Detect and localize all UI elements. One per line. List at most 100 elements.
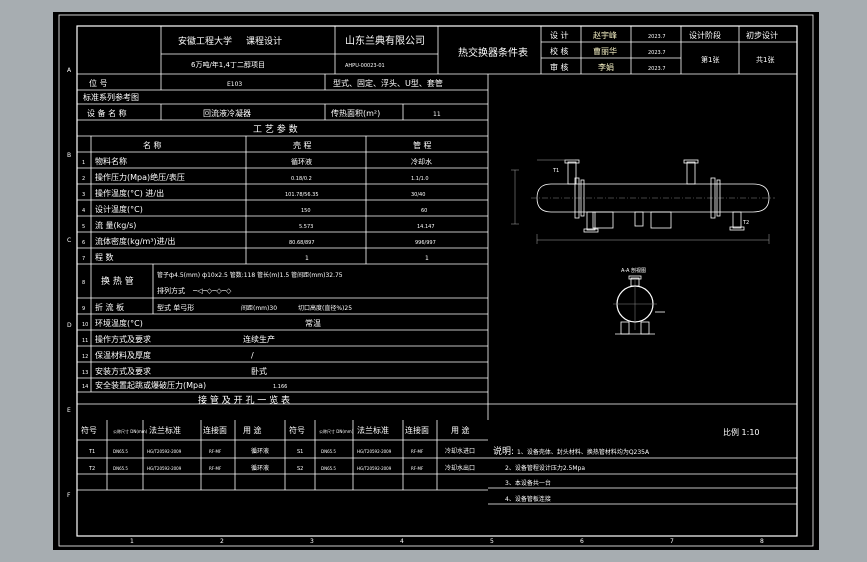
svg-text:设计温度(°C): 设计温度(°C): [95, 204, 143, 214]
area-value: 11: [433, 111, 441, 118]
date-design: 2023.7: [648, 34, 666, 40]
svg-text:循环液: 循环液: [291, 157, 312, 166]
svg-text:2: 2: [82, 176, 85, 182]
role-check: 校 核: [550, 46, 569, 56]
svg-text:流体密度(kg/m³)进/出: 流体密度(kg/m³)进/出: [95, 236, 175, 246]
svg-text:1: 1: [82, 160, 85, 166]
section-view-label: A-A 剖视图: [621, 267, 646, 274]
row-mark-f: F: [67, 492, 71, 499]
nozzle-row: T1 DN65.5 HG/T20592-2009 RF-MF 循环液: [88, 447, 269, 455]
header-dn-right: 公称尺寸 DN(mm): [319, 428, 354, 434]
svg-text:1.1/1.0: 1.1/1.0: [411, 176, 429, 182]
svg-text:保温材料及厚度: 保温材料及厚度: [95, 350, 151, 360]
svg-text:1: 1: [305, 255, 309, 262]
process-section-title: 工 艺 参 数: [253, 123, 298, 135]
svg-text:RF-MF: RF-MF: [209, 466, 222, 471]
nozzle-label-t2: T2: [742, 220, 749, 226]
equipment-label: 设 备 名 称: [87, 108, 127, 118]
name-checker: 曹丽华: [593, 46, 617, 56]
svg-text:RF-MF: RF-MF: [209, 449, 222, 454]
svg-text:9: 9: [82, 306, 85, 312]
note-4: 4、设备管板连接: [505, 495, 551, 503]
process-row: 6 流体密度(kg/m³)进/出 80.68/897 996/997: [82, 236, 436, 246]
baffle-row: 9 折 流 板 型式 单弓形 间距(mm)30 切口高度(直径%)25: [82, 302, 352, 312]
svg-text:操作压力(Mpa)绝压/表压: 操作压力(Mpa)绝压/表压: [95, 172, 185, 182]
column-tube: 管 程: [413, 140, 432, 150]
university-name: 安徽工程大学: [178, 35, 232, 47]
section-view: A-A 剖视图: [613, 267, 665, 335]
col-mark-7: 7: [670, 538, 674, 545]
sheet-svg: 1 2 3 4 5 6 7 8 A B C D E F 安徽工程大学 课程设计 …: [58, 14, 814, 547]
header-use: 用 途: [243, 425, 262, 435]
svg-text:操作温度(°C) 进/出: 操作温度(°C) 进/出: [95, 188, 164, 198]
col-mark-1: 1: [130, 538, 134, 545]
header-face: 连接面: [203, 425, 227, 435]
svg-text:7: 7: [82, 256, 85, 262]
date-check: 2023.7: [648, 50, 666, 56]
svg-text:折 流 板: 折 流 板: [95, 302, 124, 312]
equipment-value: 回流液冷凝器: [203, 108, 251, 118]
tag-value: E103: [227, 81, 242, 88]
svg-text:切口高度(直径%)25: 切口高度(直径%)25: [298, 304, 352, 312]
spec-table: 位 号 E103 型式、固定、浮头、U型、套管 标准系列参考图 设 备 名 称 …: [77, 74, 797, 420]
name-designer: 赵宇峰: [593, 30, 617, 40]
svg-text:间距(mm)30: 间距(mm)30: [241, 304, 277, 312]
standard-reference-label: 标准系列参考图: [83, 92, 139, 102]
svg-text:─◁─◇─◇─◇: ─◁─◇─◇─◇: [192, 287, 232, 295]
scale-label: 比例 1:10: [723, 427, 760, 437]
svg-text:6: 6: [82, 240, 85, 246]
svg-text:0.18/0.2: 0.18/0.2: [291, 176, 312, 182]
svg-text:/: /: [251, 351, 254, 360]
col-mark-3: 3: [310, 538, 314, 545]
header-face-right: 连接面: [405, 425, 429, 435]
svg-text:DN65.5: DN65.5: [113, 449, 128, 454]
svg-text:T2: T2: [88, 466, 95, 472]
svg-text:操作方式及要求: 操作方式及要求: [95, 334, 151, 344]
svg-text:12: 12: [82, 354, 88, 360]
process-row: 5 流 量(kg/s) 5.573 14.147: [82, 220, 435, 230]
svg-text:卧式: 卧式: [251, 366, 267, 376]
svg-text:60: 60: [421, 208, 427, 214]
notes-label: 说明:: [493, 445, 514, 457]
svg-text:1.166: 1.166: [273, 384, 287, 390]
svg-text:程 数: 程 数: [95, 252, 114, 262]
column-name: 名 称: [143, 140, 162, 150]
nozzle-label-t1: T1: [552, 168, 559, 174]
header-flange-std: 法兰标准: [149, 425, 181, 435]
exchanger-types: 型式、固定、浮头、U型、套管: [333, 78, 443, 88]
row-mark-c: C: [67, 237, 71, 244]
nozzle-table: 符号 公称尺寸 DN(mm) 法兰标准 连接面 用 途 符号 公称尺寸 DN(m…: [77, 420, 797, 505]
svg-text:物料名称: 物料名称: [95, 156, 127, 166]
svg-text:30/40: 30/40: [411, 192, 425, 198]
row-mark-e: E: [67, 407, 71, 414]
svg-text:996/997: 996/997: [415, 240, 436, 246]
note-1: 1、设备壳体、封头材料、换热管材料均为Q235A: [517, 448, 650, 456]
inner-frame: [76, 25, 798, 537]
header-symbol-right: 符号: [289, 425, 305, 435]
svg-text:11: 11: [82, 338, 88, 344]
install-row: 13 安装方式及要求 卧式: [82, 366, 267, 376]
col-mark-5: 5: [490, 538, 494, 545]
insulation-row: 12 保温材料及厚度 /: [82, 350, 254, 360]
nozzle-row: T2 DN65.5 HG/T20592-2009 RF-MF 循环液: [88, 464, 269, 472]
process-row: 4 设计温度(°C) 150 60: [82, 204, 427, 214]
svg-text:14: 14: [82, 384, 88, 390]
col-mark-8: 8: [760, 538, 764, 545]
date-approve: 2023.7: [648, 66, 666, 72]
svg-text:环境温度(°C): 环境温度(°C): [95, 318, 143, 328]
role-approve: 审 核: [550, 62, 569, 72]
svg-text:8: 8: [82, 280, 85, 286]
stage-label: 设计阶段: [689, 30, 721, 40]
svg-text:循环液: 循环液: [251, 464, 269, 472]
svg-text:冷却水进口: 冷却水进口: [445, 447, 475, 455]
process-row: 2 操作压力(Mpa)绝压/表压 0.18/0.2 1.1/1.0: [82, 172, 429, 182]
name-approver: 李娟: [598, 62, 614, 72]
svg-text:安全装置起跳或爆破压力(Mpa): 安全装置起跳或爆破压力(Mpa): [95, 380, 206, 390]
col-mark-6: 6: [580, 538, 584, 545]
header-use-right: 用 途: [451, 425, 470, 435]
svg-text:4: 4: [82, 208, 85, 214]
header-dn: 公称尺寸 DN(mm): [113, 428, 148, 434]
note-3: 3、本设备共一台: [505, 479, 551, 487]
tag-label: 位 号: [89, 78, 108, 88]
svg-text:连续生产: 连续生产: [243, 334, 275, 344]
